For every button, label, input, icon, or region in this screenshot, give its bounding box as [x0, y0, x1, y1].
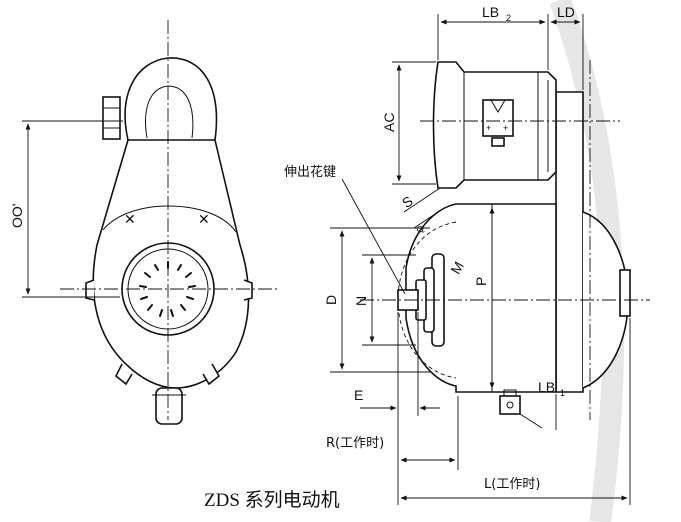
label-lb1-sub: 1 [560, 388, 565, 398]
hook-bolt [102, 96, 121, 140]
label-ac: AC [381, 113, 397, 132]
lower-terminal [499, 395, 521, 415]
label-lb2-sub: 2 [506, 13, 511, 23]
bottom-terminal [155, 387, 183, 425]
label-lb1: LB [538, 379, 555, 395]
end-view: ✕ ✕ OO' [9, 20, 280, 425]
label-r: R(工作时) [326, 436, 384, 451]
mount-plate [555, 91, 584, 393]
label-e: E [354, 387, 363, 403]
label-l: L(工作时) [484, 477, 540, 492]
upper-terminal-box [482, 99, 514, 137]
label-p: P [473, 277, 489, 286]
caption: ZDS 系列电动机 [204, 489, 340, 511]
side-view: + + LB 2 LD [284, 4, 650, 505]
label-spline: 伸出花键 [284, 164, 336, 180]
svg-text:+: + [503, 123, 508, 133]
label-lb2: LB [482, 4, 499, 20]
hook [124, 57, 218, 141]
label-oo: OO' [9, 204, 25, 228]
label-ld: LD [557, 4, 575, 20]
label-d: D [323, 295, 339, 305]
label-q: Q [414, 223, 425, 235]
label-s: S [399, 193, 416, 211]
cross-mark-left: ✕ [124, 211, 136, 227]
label-n: N [353, 296, 369, 306]
svg-text:+: + [486, 123, 491, 133]
cross-mark-right: ✕ [198, 211, 210, 227]
